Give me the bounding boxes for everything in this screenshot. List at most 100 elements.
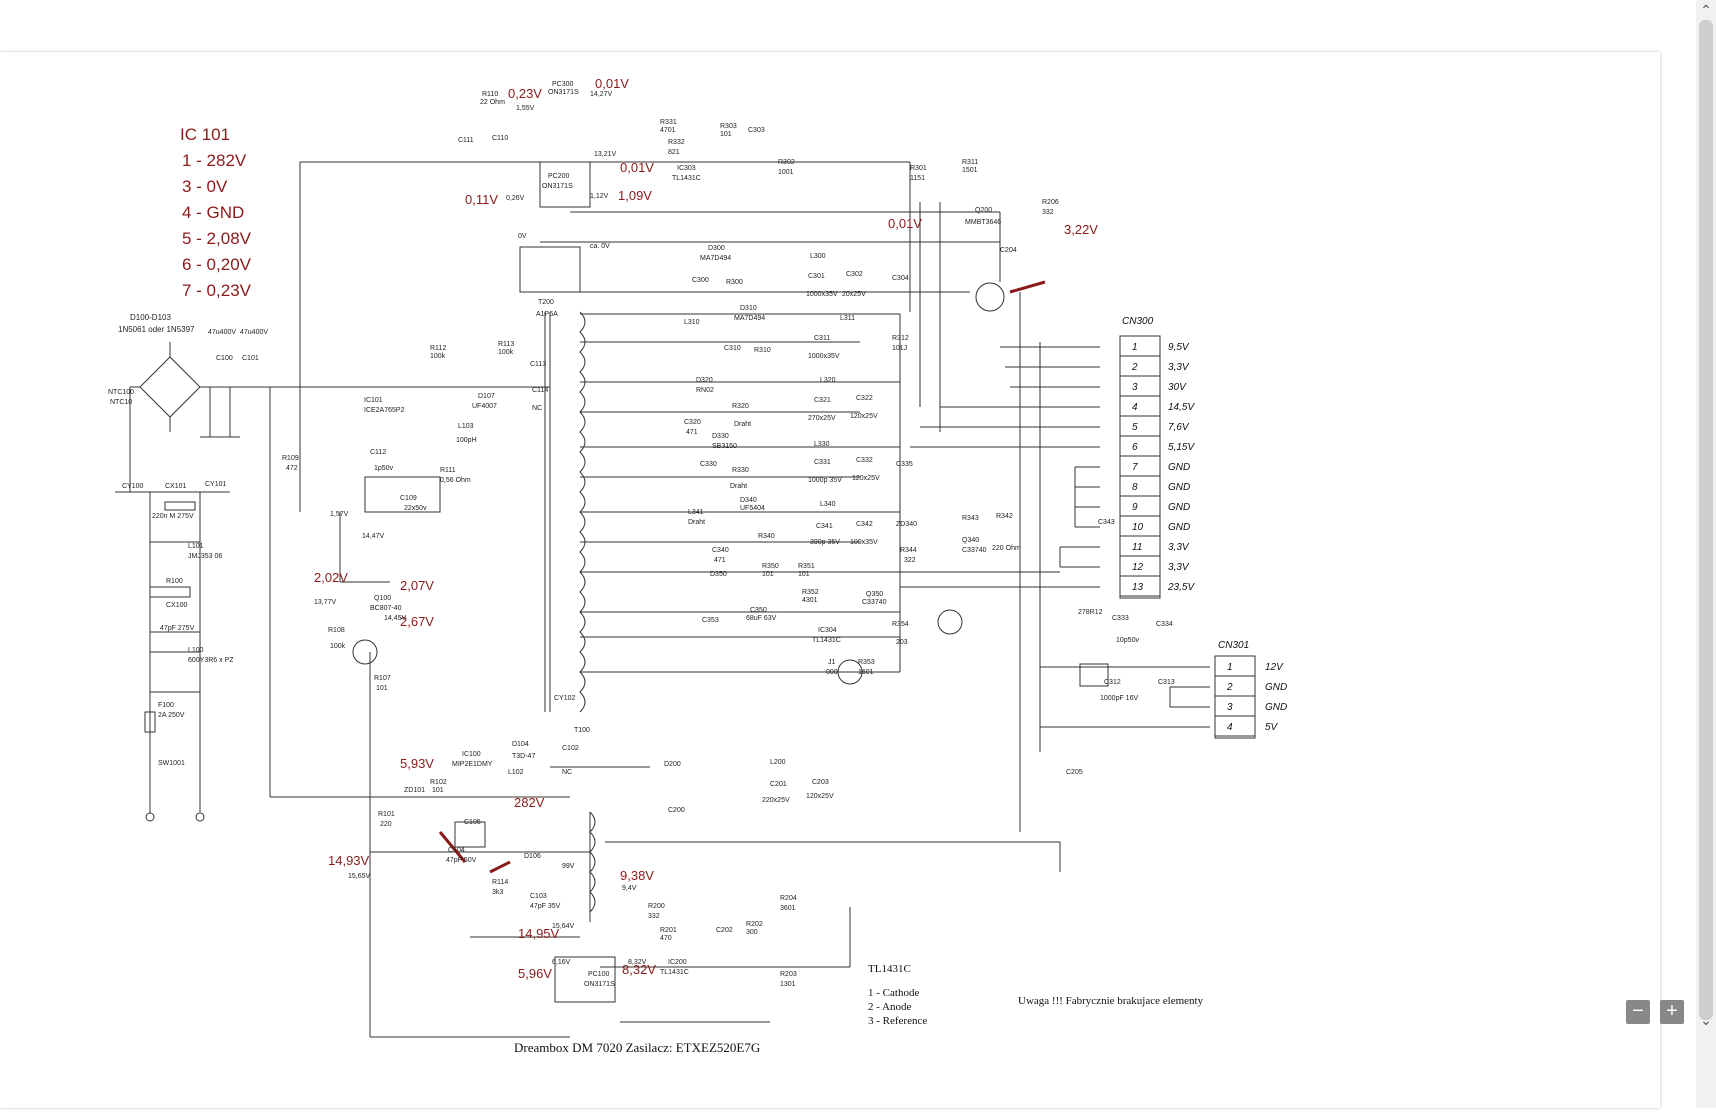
svg-text:203: 203: [896, 639, 908, 646]
svg-text:1N5061 oder 1N5397: 1N5061 oder 1N5397: [118, 325, 195, 334]
pin-voltage: 9,5V: [1168, 342, 1190, 353]
svg-text:R204: R204: [780, 895, 797, 902]
schematic-caption: Dreambox DM 7020 Zasilacz: ETXEZ520E7G: [514, 1040, 760, 1055]
pin-number: 4: [1227, 722, 1233, 733]
svg-text:390p 35V: 390p 35V: [810, 539, 840, 546]
pin-number: 2: [1131, 362, 1138, 373]
svg-text:D320: D320: [696, 377, 713, 384]
measure-pc300-mid: 0,01V: [620, 160, 654, 175]
svg-text:C101: C101: [242, 355, 259, 362]
svg-text:1001: 1001: [778, 169, 794, 176]
svg-text:4301: 4301: [802, 597, 818, 604]
measure-r200: 9,38V: [620, 868, 654, 883]
svg-text:C300: C300: [692, 277, 709, 284]
svg-text:IC304: IC304: [818, 627, 837, 634]
pin-number: 4: [1132, 402, 1138, 413]
svg-text:C330: C330: [700, 461, 717, 468]
pin-number: 3: [1227, 702, 1233, 713]
svg-text:D200: D200: [664, 761, 681, 768]
svg-text:C204: C204: [1000, 247, 1017, 254]
svg-text:J1: J1: [828, 659, 836, 666]
svg-text:C200: C200: [668, 807, 685, 814]
svg-text:2A 250V: 2A 250V: [158, 712, 185, 719]
svg-text:PC200: PC200: [548, 173, 570, 180]
svg-text:R200: R200: [648, 903, 665, 910]
ic101-line: 6 - 0,20V: [182, 255, 252, 274]
svg-text:20x25V: 20x25V: [842, 291, 866, 298]
pin-number: 11: [1132, 542, 1142, 553]
svg-text:UF5404: UF5404: [740, 505, 765, 512]
svg-text:IC100: IC100: [462, 751, 481, 758]
scroll-up-icon[interactable]: ⌃: [1700, 2, 1712, 18]
svg-text:R114: R114: [492, 879, 508, 886]
measure-q100-c: 2,07V: [400, 578, 434, 593]
svg-text:15,64V: 15,64V: [552, 923, 575, 930]
svg-text:471: 471: [686, 429, 698, 436]
svg-text:ON3171S: ON3171S: [542, 183, 573, 190]
zoom-in-button[interactable]: +: [1660, 1000, 1684, 1024]
svg-text:R311: R311: [962, 159, 978, 166]
vertical-scrollbar[interactable]: ⌃ ⌄: [1696, 0, 1716, 1108]
pin-voltage: 30V: [1168, 382, 1187, 393]
scrollbar-thumb[interactable]: [1699, 20, 1713, 1020]
svg-text:ON3171S: ON3171S: [584, 981, 615, 988]
svg-text:1,55V: 1,55V: [516, 105, 535, 112]
pin-number: 1: [1227, 662, 1233, 673]
svg-text:R330: R330: [732, 467, 749, 474]
svg-text:1000p 35V: 1000p 35V: [808, 477, 842, 484]
svg-text:L320: L320: [820, 377, 836, 384]
zoom-out-button[interactable]: −: [1626, 1000, 1650, 1024]
pin-voltage: GND: [1168, 482, 1190, 493]
svg-text:15,65V: 15,65V: [348, 873, 371, 880]
svg-text:99V: 99V: [562, 863, 575, 870]
scroll-down-icon[interactable]: ⌄: [1700, 1012, 1712, 1028]
legend-line: 2 - Anode: [868, 1001, 912, 1013]
pin-number: 13: [1132, 582, 1144, 593]
pin-voltage: 12V: [1265, 662, 1284, 673]
svg-text:C114: C114: [532, 387, 548, 394]
svg-text:RN02: RN02: [696, 387, 714, 394]
svg-text:D106: D106: [524, 853, 541, 860]
svg-text:13,77V: 13,77V: [314, 599, 337, 606]
measure-pc200-right: 1,09V: [618, 188, 652, 203]
svg-text:6,16V: 6,16V: [552, 959, 571, 966]
svg-text:C103: C103: [530, 893, 547, 900]
svg-text:R112: R112: [430, 345, 446, 352]
measure-pc100-a: 14,95V: [518, 926, 560, 941]
svg-text:471: 471: [714, 557, 726, 564]
svg-text:R340: R340: [758, 533, 775, 540]
svg-text:NTC100: NTC100: [108, 389, 134, 396]
svg-text:C312: C312: [1104, 679, 1121, 686]
svg-text:101: 101: [432, 787, 444, 794]
svg-text:1151: 1151: [910, 175, 925, 182]
svg-text:R352: R352: [802, 589, 819, 596]
svg-text:T100: T100: [574, 727, 590, 734]
svg-text:CY101: CY101: [205, 481, 227, 488]
svg-text:C320: C320: [684, 419, 701, 426]
svg-text:C335: C335: [896, 461, 913, 468]
svg-text:TL1431C: TL1431C: [672, 175, 701, 182]
svg-text:47pF 50V: 47pF 50V: [446, 857, 477, 864]
svg-text:R332: R332: [668, 139, 685, 146]
svg-text:L300: L300: [810, 253, 826, 260]
svg-text:Q350: Q350: [866, 591, 883, 598]
svg-text:600Y3R6 x PZ: 600Y3R6 x PZ: [188, 657, 234, 664]
svg-text:R354: R354: [892, 621, 909, 628]
svg-text:R351: R351: [798, 563, 815, 570]
ic101-line: 7 - 0,23V: [182, 281, 252, 300]
svg-text:NTC10: NTC10: [110, 399, 132, 406]
svg-text:332: 332: [1042, 209, 1054, 216]
svg-text:4701: 4701: [660, 127, 676, 134]
svg-text:T3D-47: T3D-47: [512, 753, 535, 760]
svg-text:R303: R303: [720, 123, 737, 130]
svg-text:220n M 275V: 220n M 275V: [152, 513, 194, 520]
svg-text:10p50v: 10p50v: [1116, 637, 1139, 644]
svg-text:R310: R310: [754, 347, 771, 354]
svg-text:1000x35V: 1000x35V: [806, 291, 838, 298]
svg-text:68uF 63V: 68uF 63V: [746, 615, 777, 622]
svg-text:C304: C304: [892, 275, 909, 282]
svg-text:ZD101: ZD101: [404, 787, 425, 794]
svg-text:R301: R301: [910, 165, 927, 172]
svg-text:470: 470: [660, 935, 672, 942]
